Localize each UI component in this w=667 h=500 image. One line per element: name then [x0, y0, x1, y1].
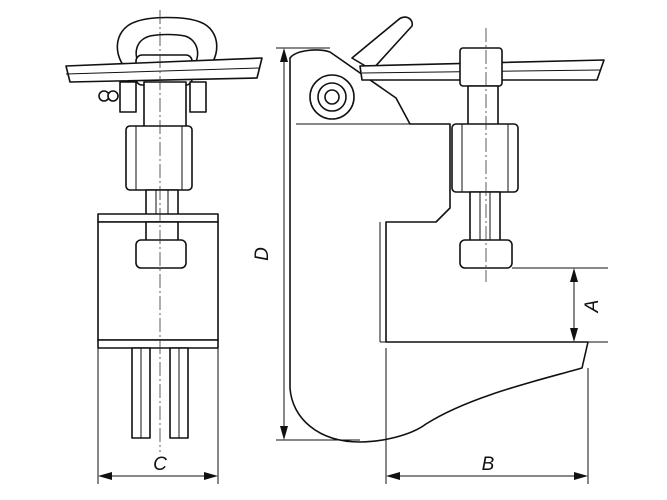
front-side-block-right: [189, 81, 207, 113]
front-pin-right: [107, 90, 119, 102]
dim-label-a: A: [582, 300, 603, 314]
front-screw-upper: [143, 81, 187, 129]
dim-label-d: D: [252, 247, 273, 261]
dim-b-arrow-right: [574, 472, 588, 480]
front-handle-bar-edge: [65, 67, 261, 75]
side-screw-upper: [467, 85, 499, 127]
front-swivel-pad: [135, 239, 187, 269]
dim-label-c: C: [153, 454, 167, 475]
dim-b-arrow-left: [386, 472, 400, 480]
dim-d-arrow-top: [280, 48, 288, 62]
front-handle-bar: [65, 57, 263, 83]
side-pivot-inner: [324, 89, 340, 105]
dim-d-arrow-bottom: [280, 426, 288, 440]
dim-c-arrow-right: [204, 472, 218, 480]
side-screw-lower: [469, 191, 501, 243]
dim-c-arrow-left: [98, 472, 112, 480]
front-top-plate: [97, 213, 219, 223]
side-screw-top: [459, 47, 503, 87]
dim-a-arrow-bottom: [570, 328, 578, 342]
front-eye-ring-inner: [135, 33, 199, 69]
side-view: [289, 16, 605, 443]
side-lever-arm: [351, 16, 414, 71]
dim-label-b: B: [482, 454, 495, 475]
side-frame: [289, 49, 589, 443]
front-view: [65, 10, 263, 452]
front-eye-ring: [116, 16, 218, 75]
dim-a-arrow-top: [570, 268, 578, 282]
front-jaw-plate: [97, 339, 219, 349]
dimension-lines: D A B C: [97, 47, 608, 484]
front-side-block-left: [119, 81, 137, 113]
